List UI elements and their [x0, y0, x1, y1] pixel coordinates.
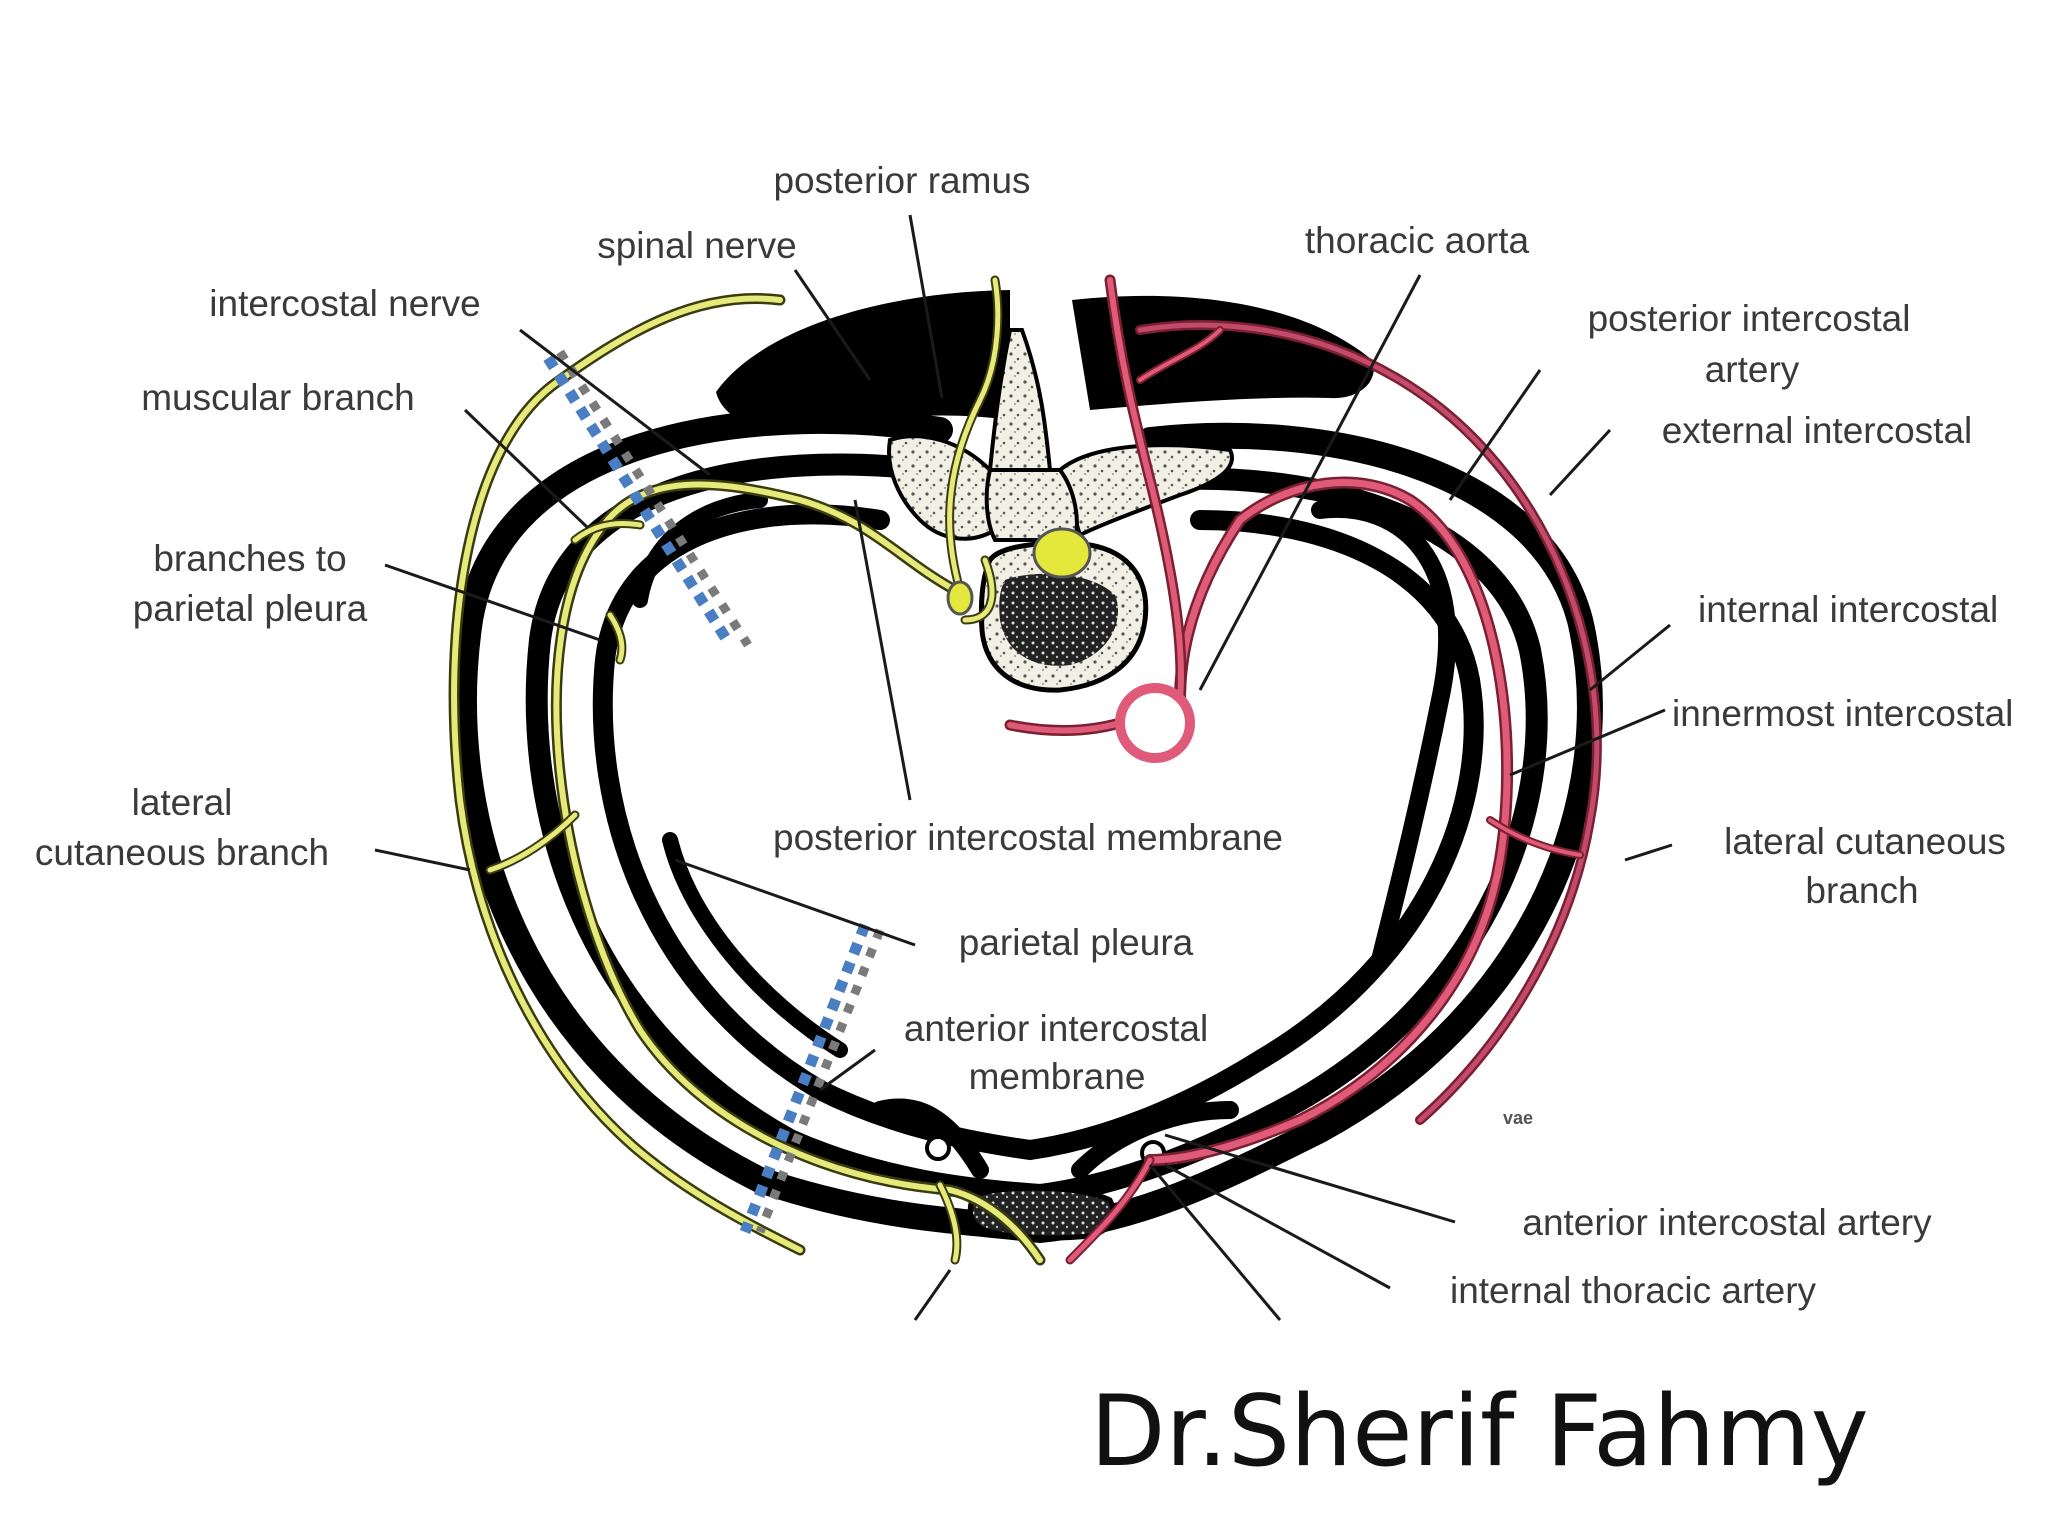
left-back-muscle — [716, 290, 1010, 432]
anterior-intercostal-artery — [1067, 1157, 1153, 1263]
innermost-layer-left-lower — [662, 832, 848, 1058]
nerves — [448, 275, 1046, 1266]
label-posterior-intercostal-membrane: posterior intercostal membrane — [773, 817, 1283, 858]
label-muscular-branch: muscular branch — [141, 377, 415, 418]
left-transverse-process — [887, 434, 998, 541]
collateral-nerve-branch — [451, 295, 803, 1253]
collateral-artery — [1137, 322, 1600, 1123]
label-branches-to-parietal-pleura-line1: branches to — [153, 538, 346, 579]
label-lateral-cutaneous-branch-left-line1: lateral — [132, 782, 233, 823]
label-posterior-intercostal-artery-line2: artery — [1705, 349, 1800, 390]
label-lateral-cutaneous-branch-right-line1: lateral cutaneous — [1724, 821, 2006, 862]
posterior-ramus-nerve — [947, 277, 1001, 593]
label-internal-thoracic-artery: internal thoracic artery — [1450, 1270, 1817, 1311]
label-anterior-intercostal-membrane-line2: membrane — [969, 1056, 1146, 1097]
author-credit: Dr.Sherif Fahmy — [1090, 1375, 1869, 1489]
vertebra — [887, 328, 1234, 693]
incision-markers — [543, 349, 885, 1235]
label-anterior-intercostal-artery: anterior intercostal artery — [1522, 1202, 1932, 1243]
labels: posterior ramus spinal nerve thoracic ao… — [35, 160, 2013, 1311]
label-thoracic-aorta: thoracic aorta — [1305, 220, 1530, 261]
anterior-membrane-left — [871, 1098, 989, 1179]
label-internal-intercostal: internal intercostal — [1698, 589, 1998, 630]
innermost-layer-right — [1311, 499, 1457, 969]
label-spinal-nerve: spinal nerve — [597, 225, 797, 266]
leader-lines — [374, 214, 1673, 1321]
posterior-intercostal-artery — [1146, 479, 1511, 1164]
label-posterior-intercostal-artery-line1: posterior intercostal — [1588, 298, 1911, 339]
label-branches-to-parietal-pleura-line2: parietal pleura — [133, 588, 368, 629]
spinal-nerve-root — [962, 557, 995, 623]
thoracic-aorta-vessel — [1115, 683, 1195, 763]
lower-marker-blue — [739, 922, 871, 1235]
anterior-membrane-right — [1071, 1101, 1239, 1179]
vertebral-body-marrow — [999, 573, 1118, 666]
label-external-intercostal: external intercostal — [1662, 410, 1973, 451]
innermost-layer-left — [632, 492, 768, 608]
spinal-cord — [1032, 527, 1092, 579]
right-transverse-process — [1057, 443, 1234, 538]
label-intercostal-nerve: intercostal nerve — [209, 283, 480, 324]
label-anterior-intercostal-membrane-line1: anterior intercostal — [904, 1008, 1208, 1049]
left-internal-thoracic-vessel — [925, 1135, 951, 1161]
upper-marker-blue — [543, 355, 735, 648]
label-parietal-pleura: parietal pleura — [959, 922, 1194, 963]
artist-initials: vae — [1503, 1108, 1533, 1128]
lower-marker-gray — [755, 928, 885, 1234]
dorsal-root-ganglion — [946, 580, 974, 616]
intercostal-nerve — [553, 481, 1043, 1263]
inner-layer — [592, 504, 1484, 1161]
label-posterior-ramus: posterior ramus — [773, 160, 1030, 201]
arteries — [1004, 274, 1602, 1265]
label-innermost-intercostal: innermost intercostal — [1672, 693, 2013, 734]
label-lateral-cutaneous-branch-left-line2: cutaneous branch — [35, 832, 329, 873]
label-lateral-cutaneous-branch-right-line2: branch — [1805, 870, 1918, 911]
aortic-branch-vessel — [1107, 277, 1184, 703]
